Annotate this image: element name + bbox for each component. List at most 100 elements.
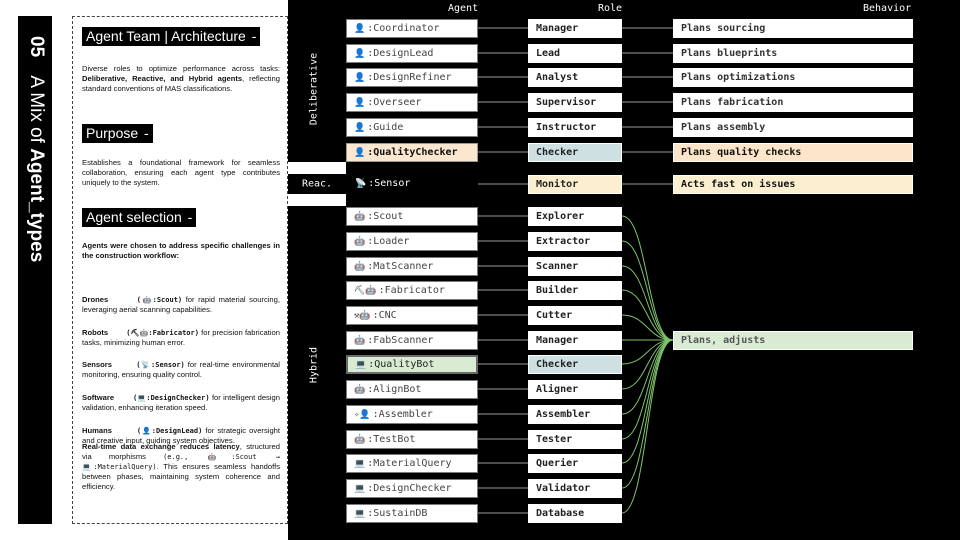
item-label: Drones — [82, 295, 109, 304]
agent-box[interactable]: ⛏🤖:Fabricator — [346, 281, 478, 300]
agent-box[interactable]: 👤:QualityChecker — [346, 143, 478, 162]
role-behavior-link — [621, 339, 674, 489]
agent-icon: 🤖 — [354, 212, 366, 222]
agent-name: :FabScanner — [367, 335, 434, 346]
item-text: for precision fabrication tasks, minimiz… — [82, 328, 280, 347]
agent-name: :QualityChecker — [367, 147, 458, 158]
agent-box[interactable]: ⚒🤖:CNC — [346, 306, 478, 325]
role-box[interactable]: Lead — [528, 44, 622, 63]
agent-box[interactable]: 👤:DesignRefiner — [346, 68, 478, 87]
connector-lines — [478, 27, 674, 514]
text-bold: Deliberative, Reactive, and Hybrid agent… — [82, 74, 243, 83]
agent-box[interactable]: 🤖:Scout — [346, 207, 478, 226]
agent-box[interactable]: 👤:DesignLead — [346, 44, 478, 63]
agent-box[interactable]: 🤖:TestBot — [346, 430, 478, 449]
behavior-box[interactable]: Plans assembly — [673, 118, 913, 137]
agent-box[interactable]: 👤:Guide — [346, 118, 478, 137]
agent-icon: 💻 — [354, 509, 366, 519]
agent-name: :AlignBot — [367, 384, 422, 395]
item-agent: (📡:Sensor) — [136, 361, 185, 369]
role-behavior-link — [621, 215, 674, 341]
item-label: Sensors — [82, 360, 112, 369]
agent-name: :DesignLead — [367, 48, 434, 59]
agent-icon: ✧👤 — [354, 410, 371, 420]
role-box[interactable]: Manager — [528, 331, 622, 350]
agent-icon: 💻 — [354, 459, 366, 469]
role-box[interactable]: Checker — [528, 143, 622, 162]
item-agent: (🤖:Scout) — [136, 296, 183, 304]
agent-name: :Overseer — [367, 97, 422, 108]
behavior-box[interactable]: Plans, adjusts — [673, 331, 913, 350]
group-separator — [288, 162, 346, 174]
text-part: Diverse roles to optimize performance ac… — [82, 64, 280, 73]
latency-text: Real-time data exchange reduces latency,… — [82, 442, 280, 492]
role-box[interactable]: Analyst — [528, 68, 622, 87]
agent-box[interactable]: 👤:Overseer — [346, 93, 478, 112]
role-box[interactable]: Monitor — [528, 175, 622, 194]
behavior-box[interactable]: Plans optimizations — [673, 68, 913, 87]
agent-selection-item: Sensors (📡:Sensor) for real-time environ… — [82, 360, 280, 380]
behavior-box[interactable]: Plans fabrication — [673, 93, 913, 112]
role-box[interactable]: Scanner — [528, 257, 622, 276]
item-agent: (⛏🤖:Fabricator) — [126, 329, 199, 337]
behavior-box[interactable]: Plans quality checks — [673, 143, 913, 162]
agent-box[interactable]: 📡:Sensor — [346, 175, 478, 194]
role-box[interactable]: Aligner — [528, 380, 622, 399]
role-behavior-link — [621, 265, 674, 341]
agent-box[interactable]: 💻:SustainDB — [346, 504, 478, 523]
agent-name: :Scout — [367, 211, 404, 222]
column-header-role: Role — [598, 3, 623, 14]
agent-box[interactable]: 🤖:MatScanner — [346, 257, 478, 276]
agent-icon: 🤖 — [354, 385, 366, 395]
agent-box[interactable]: 🤖:FabScanner — [346, 331, 478, 350]
section-heading-architecture: Agent Team | Architecture - — [82, 27, 261, 46]
agent-name: :Assembler — [372, 409, 433, 420]
heading-text: Agent Team | Architecture — [86, 28, 246, 44]
section-heading-selection: Agent selection - — [82, 208, 197, 227]
role-behavior-link — [621, 314, 674, 341]
agent-box[interactable]: 🤖:Loader — [346, 232, 478, 251]
agent-diagram: Agent Role Behavior Deliberative Reac. H… — [288, 0, 960, 540]
agent-box[interactable]: ✧👤:Assembler — [346, 405, 478, 424]
agent-name: :Fabricator — [378, 285, 445, 296]
heading-dash: - — [144, 125, 149, 141]
agent-box[interactable]: 🤖:AlignBot — [346, 380, 478, 399]
heading-text: Purpose — [86, 125, 139, 141]
title-bold: Agent_types — [26, 148, 47, 263]
role-box[interactable]: Instructor — [528, 118, 622, 137]
description-panel: Agent Team | Architecture - Diverse role… — [72, 16, 288, 524]
group-separator — [288, 194, 346, 206]
role-box[interactable]: Builder — [528, 281, 622, 300]
purpose-text: Establishes a foundational framework for… — [82, 158, 280, 187]
behavior-box[interactable]: Acts fast on issues — [673, 175, 913, 194]
role-box[interactable]: Checker — [528, 355, 622, 374]
group-label-deliberative: Deliberative — [308, 52, 320, 126]
behavior-box[interactable]: Plans blueprints — [673, 44, 913, 63]
agent-icon: 👤 — [354, 24, 366, 34]
agent-box[interactable]: 💻:DesignChecker — [346, 479, 478, 498]
role-box[interactable]: Supervisor — [528, 93, 622, 112]
agent-selection-item: Humans (👤:DesignLead) for strategic over… — [82, 426, 280, 446]
text-bold: Real-time data exchange reduces latency — [82, 442, 240, 451]
role-box[interactable]: Cutter — [528, 306, 622, 325]
role-box[interactable]: Database — [528, 504, 622, 523]
agent-name: :Sensor — [368, 178, 411, 189]
role-box[interactable]: Explorer — [528, 207, 622, 226]
item-label: Software — [82, 393, 115, 402]
section-heading-purpose: Purpose - — [82, 124, 153, 143]
agent-name: :SustainDB — [367, 508, 428, 519]
role-box[interactable]: Validator — [528, 479, 622, 498]
role-box[interactable]: Querier — [528, 454, 622, 473]
agent-name: :DesignRefiner — [367, 72, 452, 83]
agent-icon: 👤 — [354, 98, 366, 108]
item-text: for rapid material sourcing, leveraging … — [82, 295, 280, 314]
role-box[interactable]: Tester — [528, 430, 622, 449]
role-box[interactable]: Manager — [528, 19, 622, 38]
behavior-box[interactable]: Plans sourcing — [673, 19, 913, 38]
text-mono: (e.g., 🤖:Scout → 💻:MaterialQuery) — [82, 453, 280, 471]
role-box[interactable]: Assembler — [528, 405, 622, 424]
agent-box[interactable]: 💻:QualityBot — [346, 355, 478, 374]
agent-box[interactable]: 👤:Coordinator — [346, 19, 478, 38]
agent-box[interactable]: 💻:MaterialQuery — [346, 454, 478, 473]
role-box[interactable]: Extractor — [528, 232, 622, 251]
